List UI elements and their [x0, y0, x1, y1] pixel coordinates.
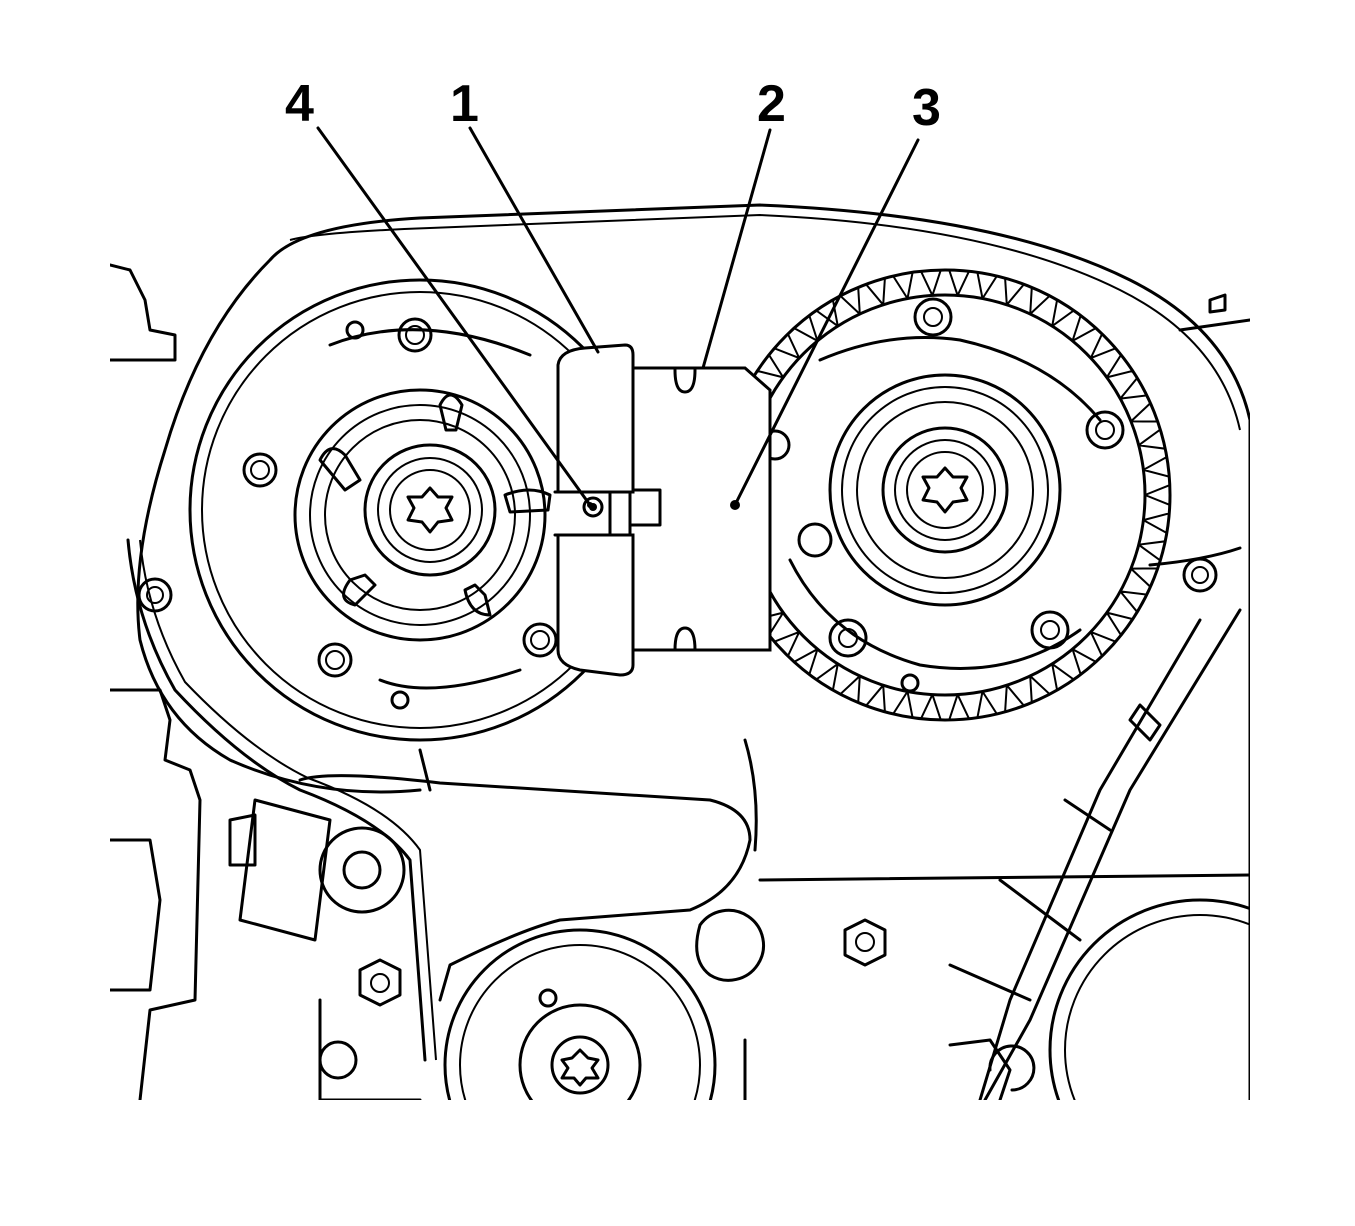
callout-3: 3 [912, 79, 941, 137]
sprocket-bolt-holes-intake [759, 297, 1125, 693]
leader-line-3 [733, 138, 920, 507]
callout-1: 1 [450, 75, 479, 133]
engine-drawing [110, 203, 1250, 1100]
intake-camshaft-sprocket [718, 268, 1172, 722]
bracket-hole [695, 908, 765, 982]
callout-4: 4 [285, 75, 314, 133]
locking-tool-plate [628, 366, 772, 652]
sprocket-bolt-holes [242, 317, 558, 710]
leader-line-2 [701, 128, 772, 370]
sprocket-clips [318, 393, 552, 617]
callout-leader-lines [316, 126, 920, 510]
callout-2: 2 [757, 75, 786, 133]
timing-belt-inner [139, 539, 437, 1061]
locking-tool-blocks [553, 343, 635, 677]
misc-details [137, 293, 1250, 1100]
leader-line-1 [468, 126, 600, 354]
belt-idler [228, 798, 406, 1007]
lower-bracket [298, 738, 1250, 1002]
leader-line-4 [316, 126, 592, 507]
right-pulley [948, 898, 1250, 1100]
bracket-nut [843, 918, 887, 967]
timing-cover-inner [289, 213, 1241, 431]
timing-cover-outline [136, 203, 1250, 1100]
lower-pulley [443, 928, 717, 1100]
left-housing [110, 263, 202, 1100]
